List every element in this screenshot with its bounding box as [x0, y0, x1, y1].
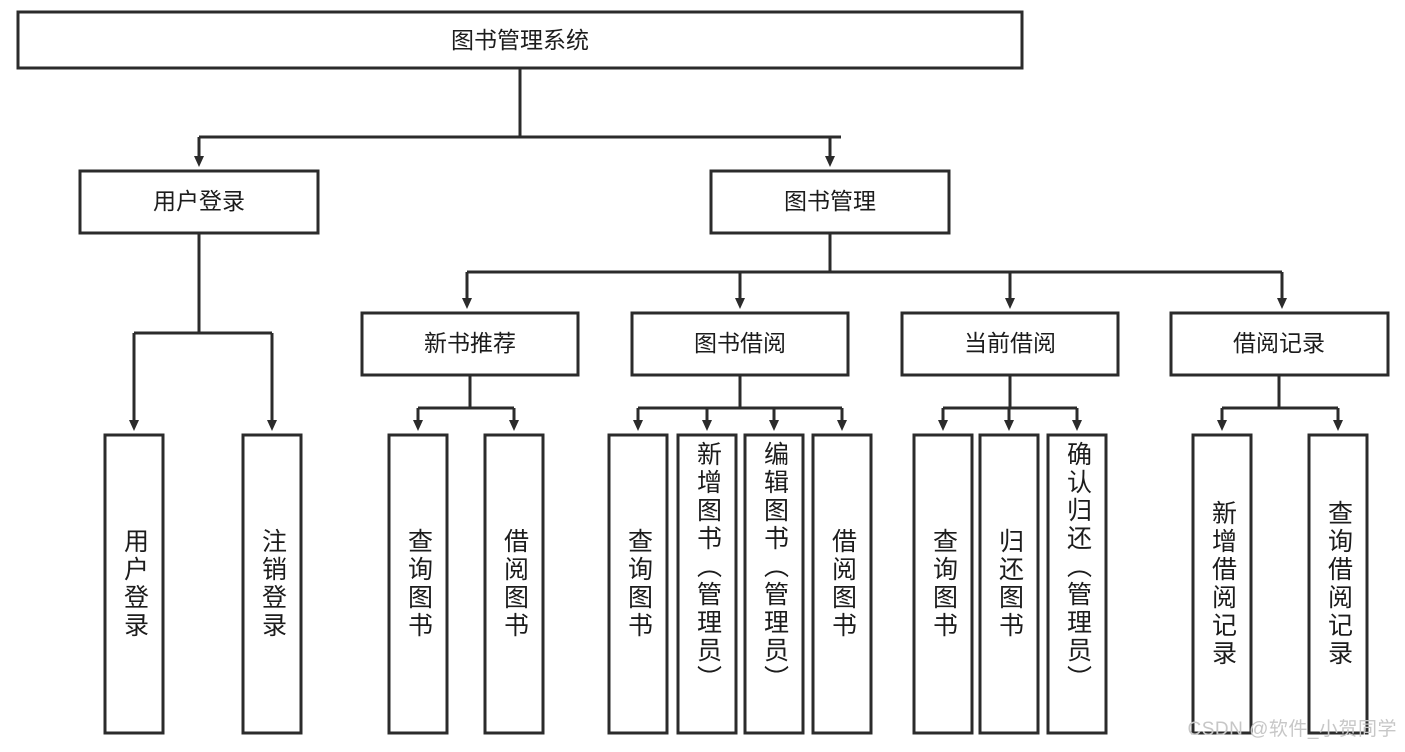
node-user-login-label: 用户登录: [153, 188, 245, 214]
leaf-box-borrow-record-1: [1191, 433, 1253, 735]
leaf-box-new-book-recommend-2: [483, 433, 545, 735]
node-book-borrow-label: 图书借阅: [694, 330, 786, 356]
node-new-book-recommend-label: 新书推荐: [424, 330, 516, 356]
leaf-box-user-login-1: [103, 433, 165, 735]
leaf-box-current-borrow-2: [978, 433, 1040, 735]
leaf-box-book-borrow-1: [607, 433, 669, 735]
node-current-borrow-label: 当前借阅: [964, 330, 1056, 356]
csdn-watermark: CSDN @软件_小贺同学: [1187, 719, 1397, 740]
node-book-borrow-box: [630, 311, 850, 377]
leaf-box-new-book-recommend-1: [387, 433, 449, 735]
node-current-borrow-box: [900, 311, 1120, 377]
leaf-box-current-borrow-1: [912, 433, 974, 735]
leaf-box-book-borrow-2: [676, 433, 738, 735]
node-book-manage-box: [709, 169, 951, 235]
leaf-box-user-login-2: [241, 433, 303, 735]
node-borrow-record-box: [1169, 311, 1390, 377]
leaf-box-borrow-record-2: [1307, 433, 1369, 735]
leaf-box-book-borrow-4: [811, 433, 873, 735]
node-new-book-recommend-box: [360, 311, 580, 377]
node-borrow-record-label: 借阅记录: [1233, 330, 1325, 356]
node-root-box: [16, 10, 1024, 70]
node-root-label: 图书管理系统: [451, 27, 589, 53]
leaf-box-current-borrow-3: [1046, 433, 1108, 735]
leaf-box-book-borrow-3: [743, 433, 805, 735]
node-book-manage-label: 图书管理: [784, 188, 876, 214]
